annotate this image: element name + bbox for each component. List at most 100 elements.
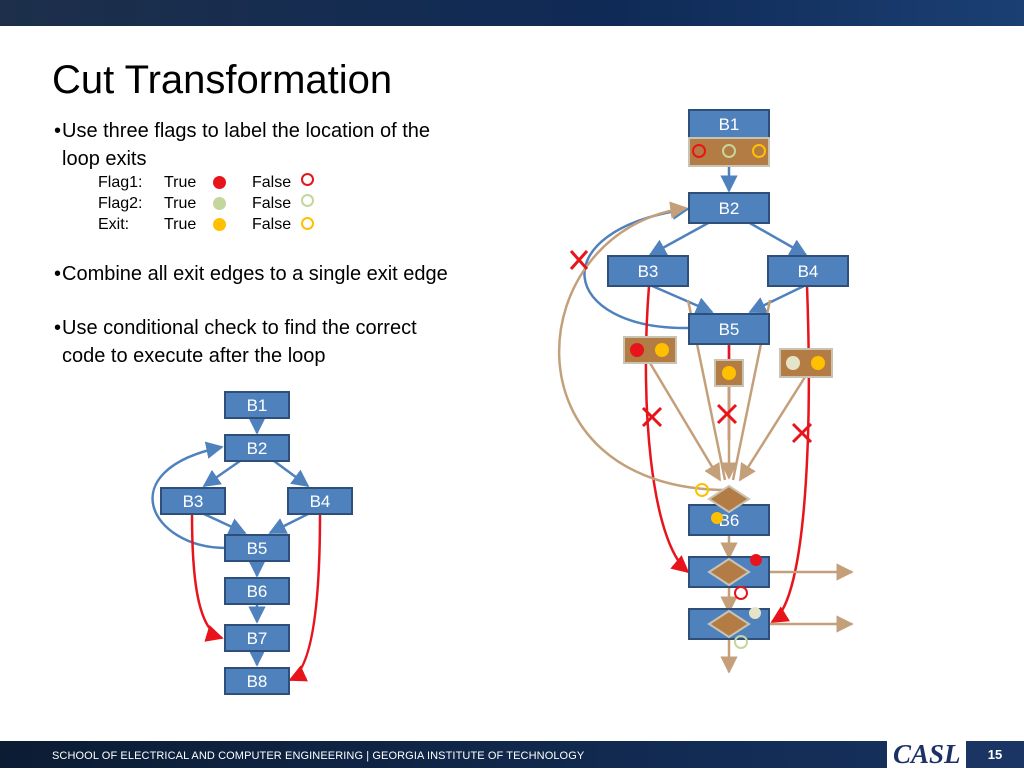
right-block-b2: B2 [688, 192, 770, 224]
slide-title: Cut Transformation [52, 58, 393, 102]
cut-x-icon [641, 406, 663, 428]
bullet-dot: • [54, 263, 62, 285]
edge-flag-b3-dispatch [648, 362, 722, 482]
edge-flag-b4-dispatch [738, 376, 807, 482]
edge-b2-b3 [648, 220, 711, 257]
flag2-true-icon [786, 356, 800, 370]
flag-init-box [688, 137, 770, 167]
edge-b4-b5 [748, 283, 807, 314]
block-label: B1 [719, 115, 740, 134]
exit-false-icon [752, 144, 766, 158]
flag2-check-diamond [707, 609, 751, 639]
flag-name: Flag2: [98, 195, 143, 212]
cut-marks [569, 250, 813, 444]
flag-true-label: True [164, 216, 197, 233]
flag-name: Flag1: [98, 174, 143, 191]
left-block-b5: B5 [224, 534, 290, 562]
bullet-combine: • Combine all exit edges to a single exi… [54, 260, 448, 288]
flag-name: Exit: [98, 216, 130, 233]
footer-text: SCHOOL OF ELECTRICAL AND COMPUTER ENGINE… [52, 750, 585, 762]
edge-dispatch-b2-loop [558, 201, 729, 492]
left-block-b8: B8 [224, 667, 290, 695]
bullet-flags: • Use three flags to label the location … [54, 117, 431, 173]
flag2-false-icon [734, 635, 748, 649]
left-block-b7: B7 [224, 624, 290, 652]
exit-true-icon [722, 366, 736, 380]
filled-circle-icon [213, 197, 226, 210]
edge-b4-b5 [268, 512, 309, 535]
flag-set-box-b4 [779, 348, 833, 378]
top-accent-bar [0, 0, 1024, 26]
bullet-line: Combine all exit edges to a single exit … [62, 263, 448, 285]
hollow-circle-icon [301, 194, 314, 207]
page-number: 15 [966, 741, 1024, 768]
block-label: B1 [247, 396, 268, 415]
exit-true-icon [711, 512, 723, 524]
right-block-b3: B3 [607, 255, 689, 287]
block-label: B4 [310, 492, 331, 511]
flag2-false-icon [722, 144, 736, 158]
bullet-dot: • [54, 120, 62, 142]
bullet-conditional: • Use conditional check to find the corr… [54, 314, 417, 370]
edge-b5-b2-backedge [151, 441, 227, 550]
filled-circle-icon [213, 218, 226, 231]
hollow-circle-icon [301, 217, 314, 230]
bullet-line: code to execute after the loop [62, 345, 326, 367]
right-block-b4: B4 [767, 255, 849, 287]
filled-circle-icon [213, 176, 226, 189]
flag-set-box-b5 [714, 359, 744, 387]
left-graph-blocks: B1 B2 B3 B4 B5 B6 B7 B8 [160, 391, 353, 695]
block-label: B5 [247, 539, 268, 558]
block-label: B5 [719, 320, 740, 339]
hollow-circle-icon [301, 173, 314, 186]
edge-b3-b5 [649, 283, 714, 314]
edge-b2-b3 [202, 459, 241, 488]
left-graph-edges [151, 417, 322, 682]
edge-b3-b5 [203, 512, 247, 535]
left-block-b1: B1 [224, 391, 290, 419]
edge-b2-b4 [273, 459, 310, 488]
block-label: B8 [247, 672, 268, 691]
exit-true-icon [655, 343, 669, 357]
flag1-true-icon [630, 343, 644, 357]
flag-true-label: True [164, 174, 197, 191]
cut-x-icon [569, 250, 589, 270]
block-label: B7 [247, 629, 268, 648]
left-block-b2: B2 [224, 434, 290, 462]
cut-x-icon [716, 403, 738, 425]
left-block-b3: B3 [160, 487, 226, 515]
block-label: B2 [247, 439, 268, 458]
edge-b4-b8-exit [288, 513, 322, 682]
block-label: B6 [719, 511, 740, 530]
right-block-b1: B1 [688, 109, 770, 139]
logo-text: CASL [893, 739, 961, 769]
block-label: B3 [183, 492, 204, 511]
flag1-false-icon [692, 144, 706, 158]
flag1-true-icon [750, 554, 762, 566]
block-label: B4 [798, 262, 819, 281]
flag-true-label: True [164, 195, 197, 212]
casl-logo: CASL 15 [887, 739, 1024, 769]
flag1-false-icon [734, 586, 748, 600]
exit-true-icon [811, 356, 825, 370]
edge-b2-b4 [747, 220, 808, 257]
cut-x-icon [791, 422, 813, 444]
bullet-line: loop exits [62, 148, 147, 170]
flag-set-box-b3 [623, 336, 677, 364]
flag1-check-diamond [707, 557, 751, 587]
exit-check-diamond [707, 484, 751, 514]
left-block-b4: B4 [287, 487, 353, 515]
left-block-b6: B6 [224, 577, 290, 605]
dispatch-diamonds [695, 483, 762, 649]
flag-false-label: False [252, 195, 292, 212]
footer-bar [0, 741, 1024, 768]
block-label: B3 [638, 262, 659, 281]
block-label: B6 [247, 582, 268, 601]
bullet-line: Use conditional check to find the correc… [62, 317, 417, 339]
right-block-b5: B5 [688, 313, 770, 345]
block-label: B2 [719, 199, 740, 218]
flag-false-label: False [252, 216, 292, 233]
bullet-line: Use three flags to label the location of… [62, 120, 431, 142]
edge-b4-exit-cut [770, 285, 810, 624]
